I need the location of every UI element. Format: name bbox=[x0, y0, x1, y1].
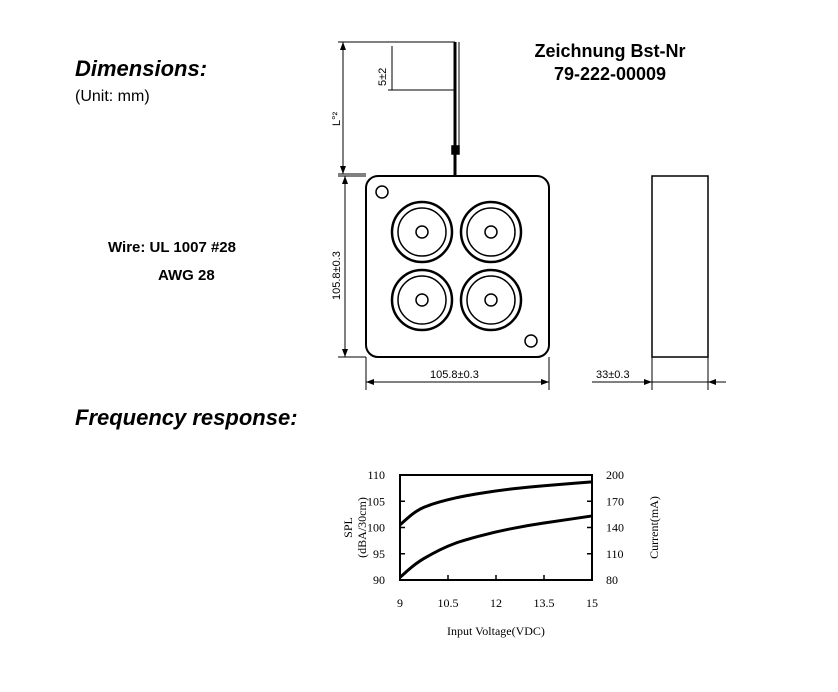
wire-spec-line1: Wire: UL 1007 #28 bbox=[108, 239, 236, 256]
y2-tick-label: 80 bbox=[606, 573, 618, 587]
x-tick-label: 10.5 bbox=[438, 596, 459, 610]
dimensions-heading: Dimensions: bbox=[75, 56, 208, 81]
mounting-hole-bottom-right bbox=[524, 334, 538, 348]
y-tick-label: 105 bbox=[367, 494, 385, 508]
y-tick-label: 110 bbox=[367, 468, 385, 482]
frequency-heading: Frequency response: bbox=[75, 405, 298, 430]
y-axis-label-spl: SPL bbox=[341, 517, 355, 538]
y2-tick-label: 140 bbox=[606, 521, 624, 535]
height-label: 105.8±0.3 bbox=[331, 251, 343, 300]
width-label: 105.8±0.3 bbox=[430, 369, 479, 381]
x-tick-label: 13.5 bbox=[534, 596, 555, 610]
lead-length-label: L°² bbox=[331, 111, 343, 126]
y2-tick-label: 200 bbox=[606, 468, 624, 482]
drawing-title-line1: Zeichnung Bst-Nr bbox=[534, 41, 686, 61]
transducer-bottom-left bbox=[390, 268, 454, 332]
x-axis-label: Input Voltage(VDC) bbox=[447, 624, 545, 638]
y-tick-label: 100 bbox=[367, 521, 385, 535]
x-tick-label: 15 bbox=[586, 596, 598, 610]
side-view-outline bbox=[651, 175, 709, 358]
transducer-bottom-right bbox=[459, 268, 523, 332]
depth-label: 33±0.3 bbox=[596, 369, 630, 381]
y2-axis-label: Current(mA) bbox=[647, 496, 661, 559]
front-view-outline bbox=[365, 175, 550, 358]
series-line-1 bbox=[399, 480, 593, 526]
mounting-hole-top-left bbox=[375, 185, 389, 199]
x-tick-label: 9 bbox=[397, 596, 403, 610]
unit-label: (Unit: mm) bbox=[75, 88, 150, 105]
y-tick-label: 90 bbox=[373, 573, 385, 587]
x-tick-label: 12 bbox=[490, 596, 502, 610]
y2-tick-label: 170 bbox=[606, 494, 624, 508]
y2-tick-label: 110 bbox=[606, 547, 624, 561]
frequency-response-chart: 90 95 100 105 110 80 110 140 170 200 9 10.5 12 13.5… bbox=[341, 468, 661, 638]
technical-drawing: 5±2 L°² 105.8±0.3 105.8±0.3 33±0.3 bbox=[331, 41, 726, 390]
transducer-top-left bbox=[390, 200, 454, 264]
y-tick-label: 95 bbox=[373, 547, 385, 561]
y-axis-label-unit: (dBA/30cm) bbox=[355, 497, 369, 558]
wire-spec-line2: AWG 28 bbox=[158, 267, 215, 284]
transducer-top-right bbox=[459, 200, 523, 264]
series-line-2 bbox=[399, 514, 593, 579]
lead-tip-label: 5±2 bbox=[377, 68, 389, 86]
drawing-title-line2: 79-222-00009 bbox=[553, 64, 667, 84]
